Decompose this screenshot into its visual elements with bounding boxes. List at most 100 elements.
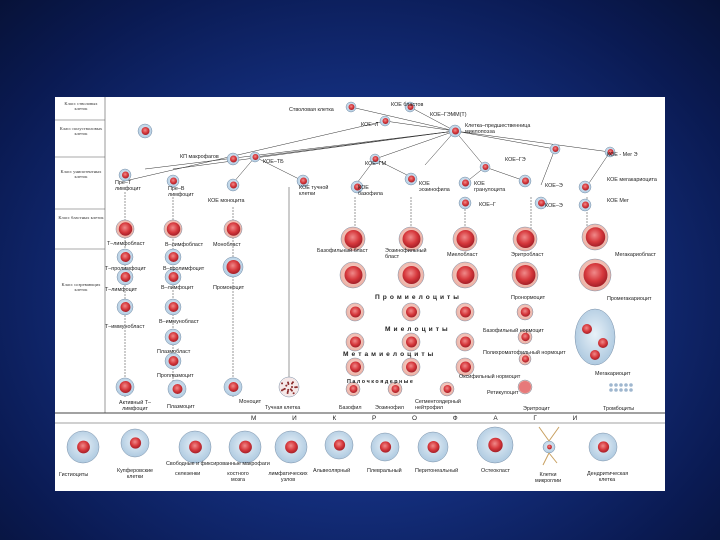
lymphoid-cell-nucleus bbox=[168, 356, 179, 366]
myelo-precursor-cell-nucleus bbox=[452, 127, 459, 135]
connector-line bbox=[232, 156, 256, 184]
label-myelocytes: М и е л о ц и т ы bbox=[385, 326, 449, 333]
label-promyelocytes: П р о м и е л о ц и т ы bbox=[375, 294, 460, 301]
mature-cell-nucleus bbox=[391, 385, 400, 393]
label-peritoneal: Перитонеальный bbox=[415, 468, 459, 474]
platelet bbox=[609, 383, 613, 387]
baso-blast-2-nucleus bbox=[344, 266, 363, 284]
platelet bbox=[609, 388, 613, 392]
unipotent-cell-nucleus bbox=[170, 177, 177, 185]
kp-macro-cell-nucleus bbox=[230, 155, 237, 163]
connector-line bbox=[124, 120, 386, 182]
promegakaryocyte-cell-nucleus bbox=[583, 263, 608, 287]
lymphoid-cell-nucleus bbox=[120, 302, 131, 312]
label-promonocyte: Промоноцит bbox=[213, 285, 245, 291]
blast-cell-nucleus bbox=[226, 222, 241, 236]
blast-cell-nucleus bbox=[585, 227, 606, 247]
macrophage-cell-nucleus bbox=[189, 440, 202, 454]
connector-line bbox=[254, 156, 304, 182]
lymphoid-cell-nucleus bbox=[120, 272, 131, 282]
label-koe-meg: КОЕ мегакариоцита bbox=[607, 177, 657, 183]
label-macrophages-word: М И К Р О Ф А Г И bbox=[251, 415, 584, 422]
megakaryocyte-lobe bbox=[582, 324, 592, 334]
kp-cell-nucleus bbox=[141, 127, 150, 135]
label-alveolar: Альвеолярный bbox=[313, 468, 351, 474]
lymphoid-cell-nucleus bbox=[168, 332, 179, 342]
mast-cell-granule bbox=[287, 381, 290, 384]
label-koe-meg-e: КОЕ - Мег Э bbox=[607, 152, 638, 158]
label-b-lymphoblast: В–лимфобласт bbox=[165, 242, 204, 248]
granulocyte-cell-nucleus bbox=[350, 306, 361, 318]
label-histiocytes: Гистиоциты bbox=[59, 472, 89, 478]
stem-cell-nucleus bbox=[348, 104, 355, 110]
row-label-unipotent: Класс унипотентных клеток bbox=[60, 169, 102, 180]
row-label-blast: Класс бластных клеток bbox=[58, 215, 104, 220]
pronormocyte-cell-nucleus bbox=[515, 265, 536, 285]
promyelocyte-cell-nucleus bbox=[402, 266, 421, 284]
connector-line bbox=[144, 130, 456, 170]
normocyte-cell-nucleus bbox=[521, 355, 530, 363]
label-baso-normocyte: Базофильный нормоцит bbox=[483, 328, 544, 334]
mast-cell-granule bbox=[291, 386, 293, 388]
label-megakaryoblast: Мегакариобласт bbox=[615, 252, 657, 258]
microglia-process bbox=[538, 426, 560, 466]
label-myelo-prec: Клетка–предшественница миелопоэза bbox=[465, 123, 531, 135]
label-metamyelocytes: М е т а м и е л о ц и т ы bbox=[343, 351, 434, 358]
mast-cell-granule bbox=[289, 388, 292, 391]
unipotent-cell-nucleus bbox=[300, 177, 307, 185]
label-polychrom: Полихроматофильный нормоцит bbox=[483, 350, 566, 356]
monocyte-cell-nucleus bbox=[228, 382, 239, 392]
mast-cell-granule bbox=[286, 390, 289, 393]
macrophage-cell-nucleus bbox=[239, 440, 252, 454]
promyelocyte-cell-2-nucleus bbox=[456, 266, 475, 284]
macrophage-cell-nucleus bbox=[129, 437, 142, 449]
mast-cell bbox=[278, 376, 300, 398]
mast-cell-granule bbox=[292, 392, 295, 395]
label-koe-gm: КОЕ–ГМ bbox=[365, 161, 387, 167]
label-koe-blast: КОЕ бластов bbox=[391, 102, 424, 108]
granulocyte-cell-nucleus bbox=[406, 336, 417, 348]
macrophage-cell-nucleus bbox=[285, 440, 298, 454]
granulocyte-cell-nucleus bbox=[460, 361, 471, 373]
unipotent-cell-nucleus bbox=[408, 175, 415, 183]
label-kupffer: Купферовские клетки bbox=[116, 468, 154, 480]
connector-line bbox=[374, 158, 412, 178]
granulocyte-cell-nucleus bbox=[350, 361, 361, 373]
label-koe-gran: КОЕ гранулоцита bbox=[474, 181, 506, 193]
lymphoid-cell-nucleus bbox=[168, 252, 179, 262]
label-free-fixed: Свободные и фиксированные макрофаги bbox=[166, 461, 270, 467]
label-b-lympho: В–лимфоцит bbox=[161, 285, 194, 291]
label-pre-b: Пре–В лимфоцит bbox=[168, 186, 194, 198]
connector-line bbox=[409, 106, 456, 132]
label-pleural: Плевральный bbox=[367, 468, 402, 474]
koe-l-cell-nucleus bbox=[382, 118, 389, 124]
mast-cell-granule bbox=[283, 387, 286, 390]
macrophage-cell-nucleus bbox=[547, 444, 552, 450]
label-segmented: Сегментоядерный нейтрофил bbox=[415, 399, 461, 411]
label-monocyte: Моноцит bbox=[239, 399, 262, 405]
koe-meg-e-cell-2-nucleus bbox=[607, 149, 614, 155]
erythrocyte bbox=[519, 381, 531, 393]
label-lymph: лимфатических узлов bbox=[268, 471, 308, 483]
label-stem-cell: Стволовая клетка bbox=[289, 107, 334, 113]
row-label-stem: Класс стволовых клеток bbox=[64, 101, 98, 112]
plasmocyte-cell-nucleus bbox=[172, 384, 183, 394]
connector-line bbox=[424, 130, 456, 166]
unipotent-cell-nucleus bbox=[354, 183, 361, 191]
label-koe-mast: КОЕ тучной клетки bbox=[299, 185, 329, 197]
label-active-t: Активный Т–лимфоцит bbox=[118, 400, 151, 412]
label-baso-blast: Базофильный бласт bbox=[317, 248, 368, 254]
megakaryocyte-cell bbox=[574, 308, 616, 366]
label-monoblast: Монобласт bbox=[213, 242, 241, 248]
label-spleen: селезенки bbox=[175, 471, 201, 477]
platelet bbox=[624, 383, 628, 387]
label-myeloblast: Миелобласт bbox=[447, 252, 478, 258]
label-t-prolympho: Т–пролимфоцит bbox=[105, 266, 146, 272]
connector-line bbox=[350, 106, 456, 132]
label-koe-tb: КОЕ–ТБ bbox=[263, 159, 284, 165]
connector-line bbox=[454, 130, 486, 168]
mast-cell-granule bbox=[294, 386, 297, 389]
diagram-graphics bbox=[55, 97, 665, 466]
label-proplasmocyte: Проплазмоцит bbox=[157, 373, 194, 379]
label-microglia: Клетки микроглии bbox=[535, 472, 562, 484]
